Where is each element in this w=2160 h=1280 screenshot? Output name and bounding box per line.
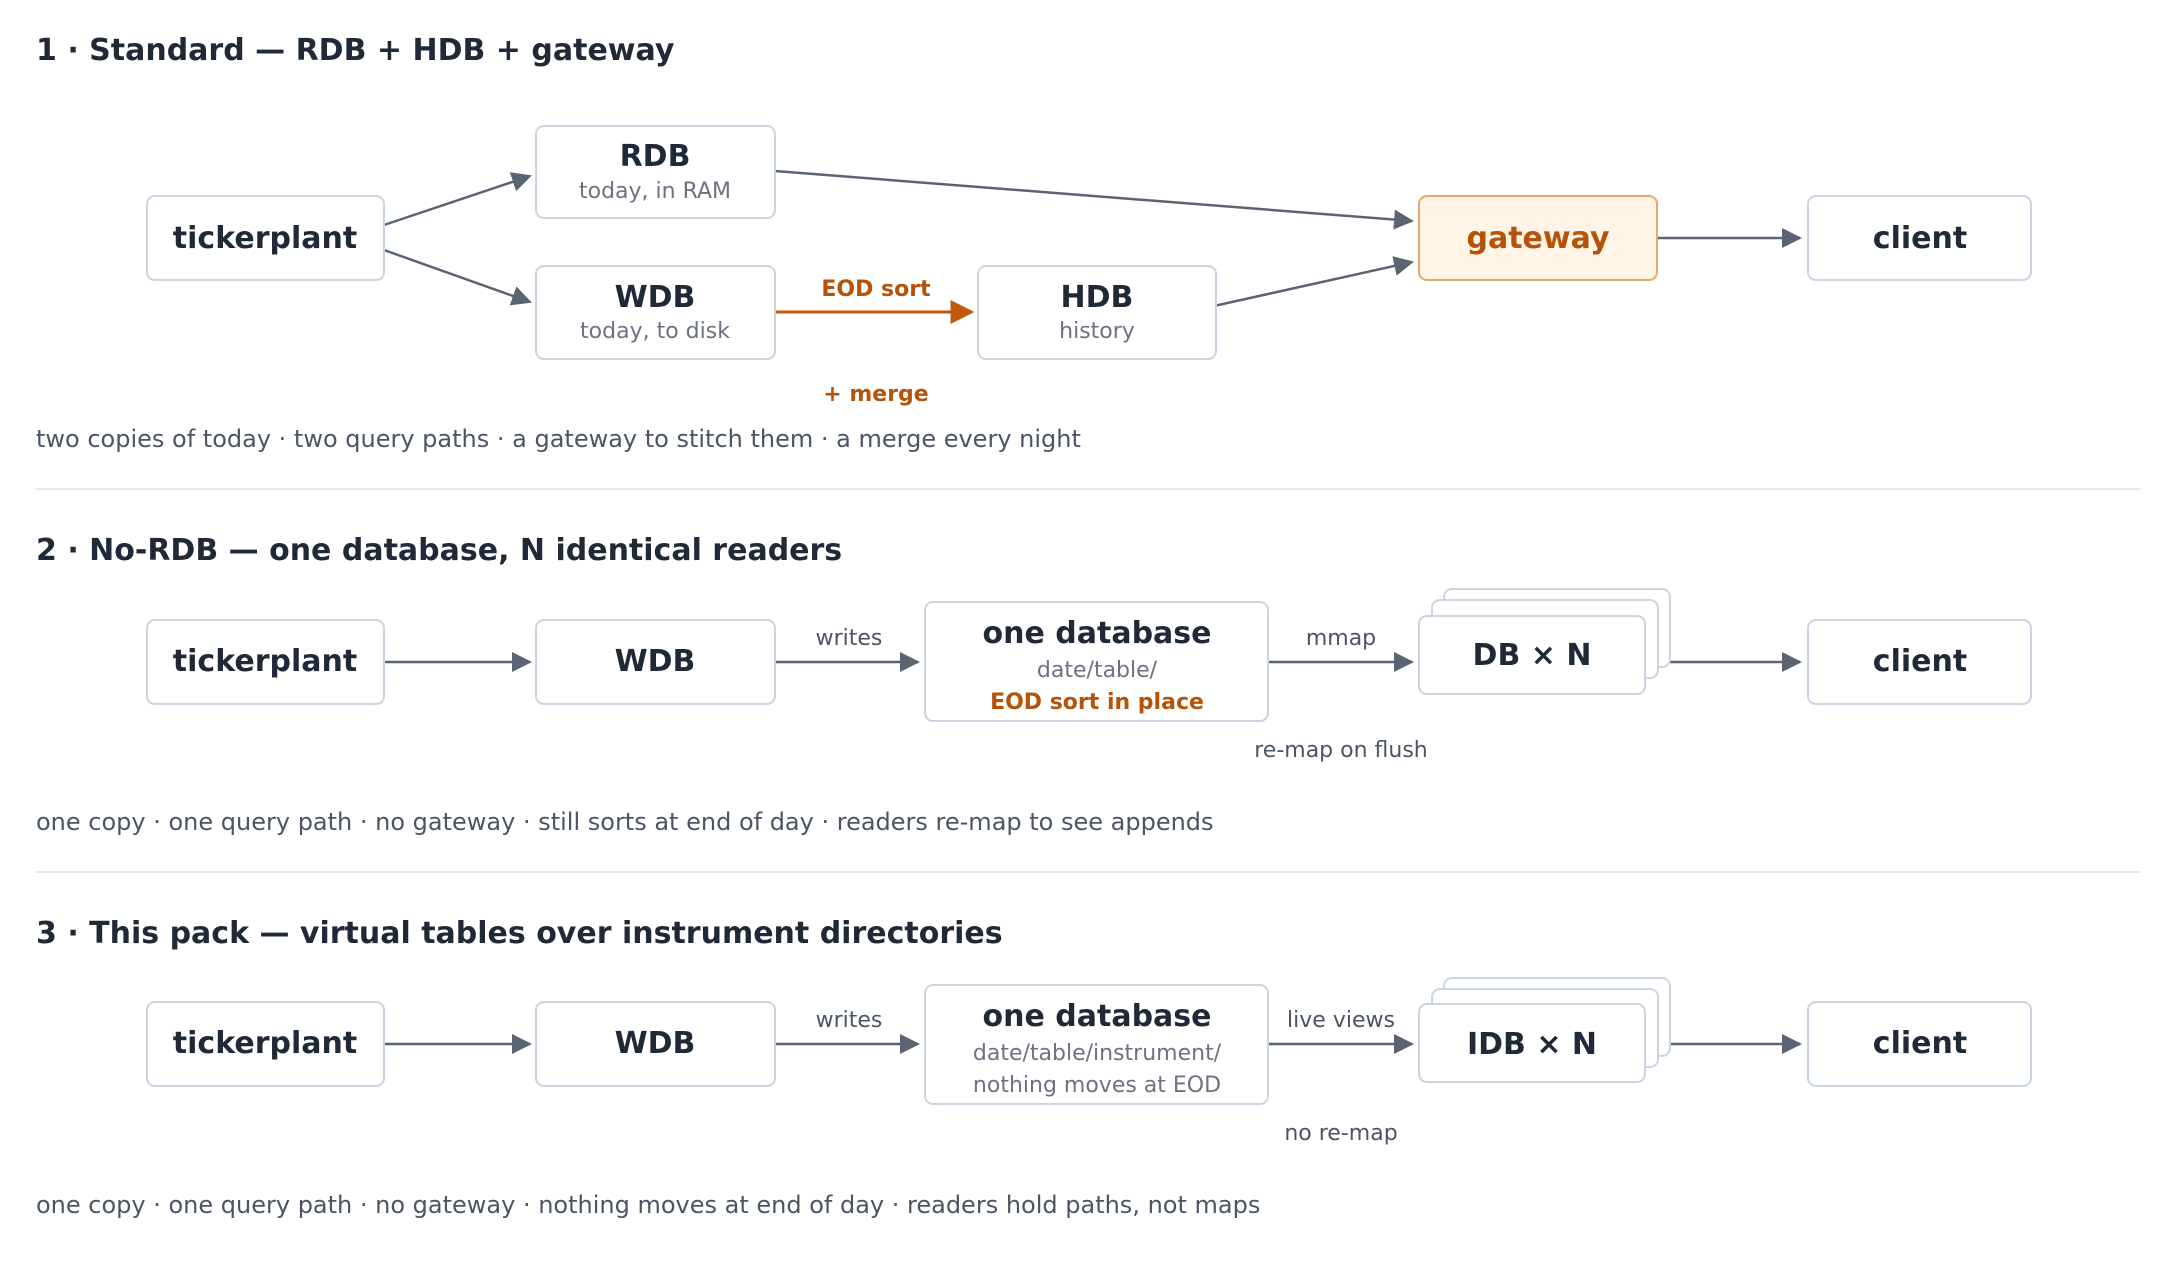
node-label: IDB × N (1467, 1027, 1597, 1062)
node-wdb: WDB (535, 1001, 776, 1087)
node-client: client (1807, 195, 2032, 281)
node-label: WDB (615, 1026, 696, 1061)
node-label: HDB (1061, 280, 1134, 315)
edge-label-live-views: live views (1287, 1008, 1395, 1033)
node-label: RDB (620, 139, 691, 174)
node-wdb: WDB today, to disk (535, 265, 776, 360)
node-rdb: RDB today, in RAM (535, 125, 776, 219)
node-label: tickerplant (173, 644, 357, 679)
node-label: tickerplant (173, 221, 357, 256)
node-sublabel: date/table/instrument/ (973, 1041, 1222, 1066)
node-client: client (1807, 619, 2032, 705)
section-caption: one copy · one query path · no gateway ·… (36, 808, 1214, 836)
node-hdb: HDB history (977, 265, 1217, 360)
section-this-pack: 3 · This pack — virtual tables over inst… (36, 916, 2032, 1219)
node-note: EOD sort in place (990, 690, 1204, 715)
node-label: tickerplant (173, 1026, 357, 1061)
arrow-rdb-to-gateway (774, 169, 1414, 230)
section-caption: one copy · one query path · no gateway ·… (36, 1191, 1260, 1219)
section-title: 2 · No-RDB — one database, N identical r… (36, 533, 842, 568)
section-title: 3 · This pack — virtual tables over inst… (36, 916, 1003, 951)
node-gateway: gateway (1418, 195, 1658, 281)
node-tickerplant: tickerplant (146, 619, 385, 705)
node-label: one database (983, 616, 1212, 651)
node-sublabel: nothing moves at EOD (973, 1073, 1221, 1098)
node-sublabel: today, to disk (580, 319, 730, 344)
node-wdb: WDB (535, 619, 776, 705)
arrow-tickerplant-to-wdb (383, 248, 532, 306)
section-caption: two copies of today · two query paths · … (36, 425, 1081, 453)
node-readers-stack: DB × N (1418, 588, 1671, 695)
section-no-rdb: 2 · No-RDB — one database, N identical r… (36, 533, 2032, 836)
edge-label-eod-sort: EOD sort (821, 277, 931, 302)
node-sublabel: history (1059, 319, 1135, 344)
section-standard: 1 · Standard — RDB + HDB + gateway ticke… (36, 33, 2032, 453)
edge-label-writes: writes (816, 1008, 883, 1033)
edge-label-remap: re-map on flush (1254, 738, 1428, 763)
edge-label-mmap: mmap (1306, 626, 1376, 651)
node-one-database: one database date/table/instrument/ noth… (924, 984, 1269, 1105)
node-readers-stack: IDB × N (1418, 977, 1671, 1083)
node-client: client (1807, 1001, 2032, 1087)
node-label: DB × N (1473, 638, 1592, 673)
node-label: client (1873, 221, 1967, 256)
arrow-tickerplant-to-rdb (383, 172, 532, 227)
section-title: 1 · Standard — RDB + HDB + gateway (36, 33, 675, 68)
edge-label-no-remap: no re-map (1284, 1121, 1397, 1146)
node-label: gateway (1467, 221, 1610, 256)
arrow-hdb-to-gateway (1213, 256, 1414, 308)
node-tickerplant: tickerplant (146, 195, 385, 281)
edge-label-writes: writes (816, 626, 883, 651)
node-sublabel: today, in RAM (579, 179, 731, 204)
node-label: WDB (615, 644, 696, 679)
node-label: client (1873, 644, 1967, 679)
node-one-database: one database date/table/ EOD sort in pla… (924, 601, 1269, 722)
node-label: client (1873, 1026, 1967, 1061)
node-tickerplant: tickerplant (146, 1001, 385, 1087)
edge-label-merge: + merge (823, 382, 928, 407)
node-sublabel: date/table/ (1037, 658, 1158, 683)
node-label: one database (983, 999, 1212, 1034)
node-label: WDB (615, 280, 696, 315)
